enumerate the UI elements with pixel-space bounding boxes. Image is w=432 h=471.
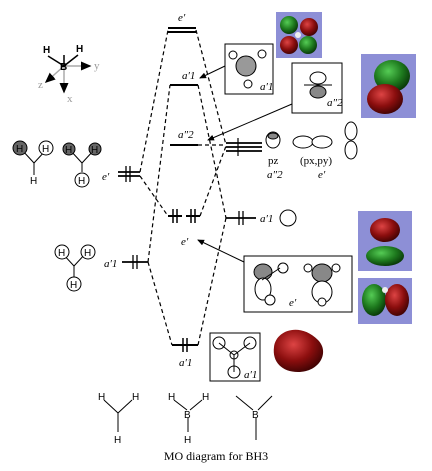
inset-a1-top: a′1	[199, 43, 274, 95]
atom-h: H	[202, 392, 209, 403]
boron-label-pz: pz	[268, 155, 279, 167]
boron-label-pz-sym: a″2	[267, 169, 283, 181]
ligand-e-orbital-1: H H H	[12, 140, 54, 187]
atom-h: H	[84, 248, 91, 259]
inset-a2-label: a″2	[327, 97, 343, 109]
ligand-e-orbital-2: H H H	[62, 142, 102, 188]
s-orbital-icon	[279, 209, 297, 227]
correlation-lines	[139, 29, 227, 346]
atom-h: H	[78, 176, 85, 187]
render-a2-orbital	[361, 54, 416, 118]
figure-caption: MO diagram for BH3	[163, 449, 269, 463]
mo-label-a1-upper: a′1	[182, 70, 195, 82]
mo-label-e-bonding: e′	[181, 236, 189, 248]
atom-h: H	[91, 145, 98, 156]
atom-h: H	[184, 435, 191, 446]
render-e-orbital-1	[358, 211, 412, 271]
atom-h: H	[42, 144, 49, 155]
ligand-label-a1: a′1	[104, 258, 117, 270]
axis-y-label: y	[94, 60, 100, 72]
atom-h: H	[70, 280, 77, 291]
mo-label-a1-lower: a′1	[179, 357, 192, 369]
coordinate-system: H H B y x z	[38, 44, 100, 105]
atom-b: B	[252, 410, 259, 421]
inset-a1-bottom-label: a′1	[244, 369, 257, 381]
boron-label-a1: a′1	[260, 213, 273, 225]
atom-h: H	[58, 248, 65, 259]
inset-a2: a″2	[207, 62, 343, 141]
atom-h: H	[168, 392, 175, 403]
boron-pz-orbital: pz a″2	[265, 131, 283, 181]
structure-bh3: H H B H	[168, 392, 209, 446]
render-e-orbital-2	[358, 278, 412, 324]
atom-h: H	[30, 176, 37, 187]
atom-h: H	[114, 435, 121, 446]
atom-h: H	[16, 144, 23, 155]
atom-h: H	[65, 145, 72, 156]
atom-h: H	[43, 45, 50, 56]
boron-s-level: a′1	[226, 209, 297, 227]
ligand-label-e: e′	[102, 171, 110, 183]
atom-b: B	[184, 410, 191, 421]
mo-level-e-bonding: e′	[168, 209, 200, 248]
ligand-level-e: e′	[102, 166, 140, 183]
boron-label-pxy-sym: e′	[318, 169, 326, 181]
mo-label-a2: a″2	[178, 129, 194, 141]
mo-level-a1-upper: a′1	[170, 70, 198, 86]
axis-z-label: z	[38, 79, 43, 91]
atom-h: H	[76, 44, 83, 55]
render-a1-orbital	[273, 329, 324, 372]
atom-b: B	[60, 62, 67, 73]
inset-a1-top-label: a′1	[260, 81, 273, 93]
boron-label-pxy: (px,py)	[300, 155, 332, 167]
mo-label-e-top: e′	[178, 12, 186, 24]
mo-level-e-top: e′	[168, 12, 196, 33]
mo-level-a1-lower: a′1	[172, 338, 198, 369]
mo-level-a2: a″2	[170, 129, 198, 146]
boron-pxy-orbitals: (px,py) e′	[292, 121, 358, 181]
ligand-level-a1: a′1	[104, 255, 148, 270]
boron-p-levels	[226, 138, 262, 156]
inset-a1-bottom: a′1	[209, 332, 261, 382]
structure-b-frame: B	[235, 395, 273, 440]
inset-e-lower: e′	[197, 239, 353, 313]
structure-h3: H H H	[98, 392, 139, 446]
ligand-a1-orbital: H H H	[54, 244, 96, 292]
axis-x-label: x	[67, 93, 73, 105]
atom-h: H	[98, 392, 105, 403]
atom-h: H	[132, 392, 139, 403]
render-top-orbital	[276, 12, 322, 58]
inset-e-lower-label: e′	[289, 297, 297, 309]
